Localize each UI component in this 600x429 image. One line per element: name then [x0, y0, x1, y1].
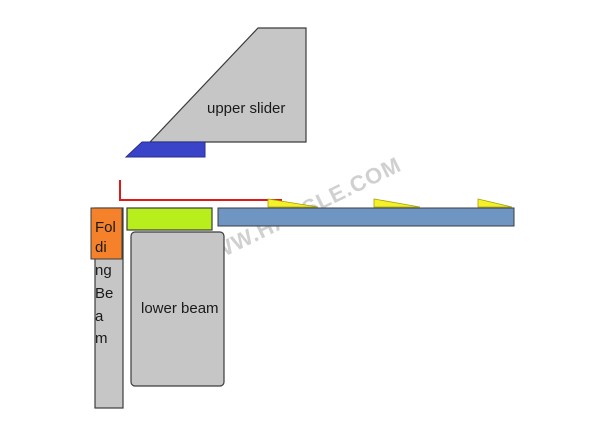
gauge-finger-3 [477, 198, 513, 208]
folding-beam-label-line: a [95, 308, 104, 325]
folding-beam-label-line: di [95, 239, 107, 256]
gauge-finger-1 [267, 198, 319, 208]
back-gauge-line [119, 180, 282, 201]
folding-beam-label-line: Be [95, 285, 113, 302]
upper-slider [148, 27, 307, 143]
folding-beam-block [90, 207, 123, 260]
folding-beam-label-line: Fol [95, 219, 116, 236]
gauge-finger-2 [373, 198, 421, 208]
upper-slider-label: upper slider [207, 100, 285, 117]
folding-beam-label: Fol di ng Be a m [95, 219, 116, 347]
sheet-metal-plate [217, 207, 515, 227]
upper-clamp-tool [124, 141, 206, 158]
lower-clamp-pad [126, 207, 213, 231]
folding-beam-label-line: ng [95, 262, 112, 279]
folding-beam-label-line: m [95, 330, 108, 347]
lower-beam [130, 231, 225, 387]
lower-beam-label: lower beam [141, 300, 219, 317]
